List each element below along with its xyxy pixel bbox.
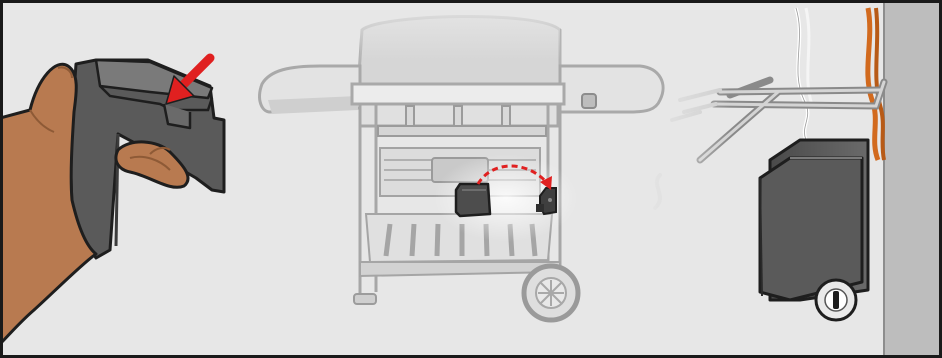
- ignition-button-icon: [816, 280, 856, 320]
- grill-leg-post: [884, 0, 942, 358]
- installed-bracket: [760, 140, 868, 300]
- caster: [354, 294, 376, 304]
- wheel-icon: [524, 266, 578, 320]
- right-side-table: [560, 66, 663, 112]
- bracket-small: [456, 184, 490, 216]
- control-knob: [582, 94, 596, 108]
